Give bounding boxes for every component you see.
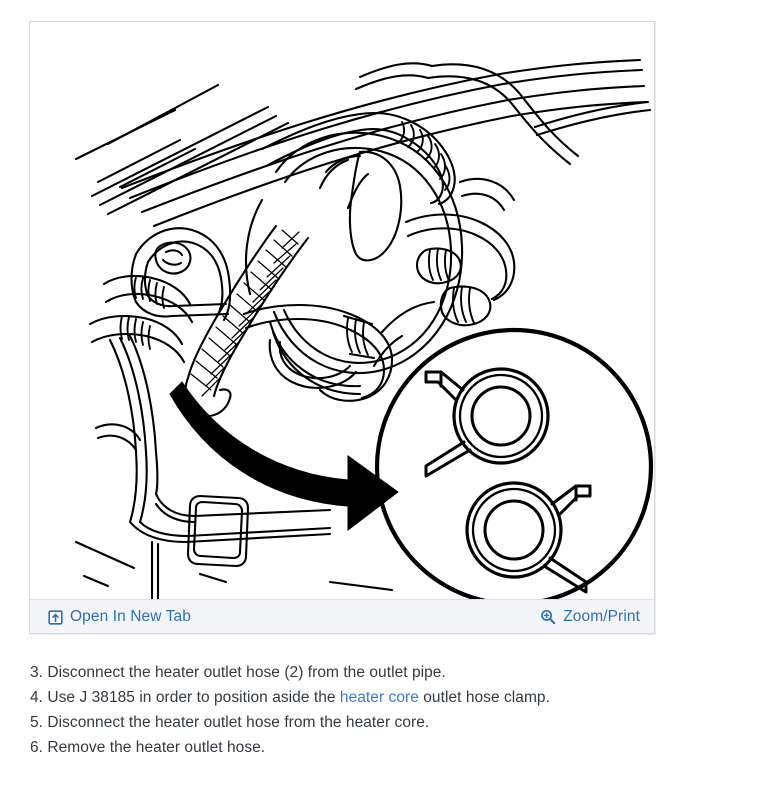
hose-clamp-detail-inset (374, 327, 654, 600)
magnifier-plus-icon (540, 609, 556, 625)
brake-booster (244, 131, 464, 396)
instruction-text: 6. Remove the heater outlet hose. (30, 739, 266, 756)
braided-hose (184, 224, 310, 418)
technical-diagram[interactable] (30, 22, 654, 600)
instruction-step-5: 5. Disconnect the heater outlet hose fro… (30, 710, 730, 735)
braid-hatching (190, 229, 300, 397)
rigid-coolant-pipe (354, 62, 580, 166)
detail-callout-arrow (169, 381, 399, 532)
right-side-hoses (404, 177, 516, 302)
instruction-step-6: 6. Remove the heater outlet hose. (30, 735, 730, 760)
hose-clamp-right-ferrule (439, 285, 492, 327)
panel-access-opening (186, 494, 250, 568)
instruction-text: 3. Disconnect the heater outlet hose (2)… (30, 664, 446, 681)
ferrule-ribs-2 (119, 315, 151, 350)
ferrule-mid-right (415, 247, 462, 285)
instruction-text: outlet hose clamp. (418, 689, 550, 706)
hose-clamp-left-upper (154, 241, 192, 275)
open-in-new-tab-button[interactable]: Open In New Tab (48, 600, 191, 634)
inset-clamp-upper (424, 367, 550, 478)
instruction-step-3: 3. Disconnect the heater outlet hose (2)… (30, 660, 730, 685)
hose-clamp-lower-center (342, 314, 376, 360)
hose-ribs (397, 121, 451, 191)
external-link-icon (48, 609, 63, 625)
hose-fragment-above-inset (372, 300, 436, 368)
instruction-step-4: 4. Use J 38185 in order to position asid… (30, 685, 730, 710)
heater-hose-routing-diagram (30, 22, 654, 600)
upper-heater-hose (260, 111, 456, 206)
instruction-text: 4. Use J 38185 in order to position asid… (30, 689, 340, 706)
zoom-print-button[interactable]: Zoom/Print (540, 600, 640, 634)
ferrule-ribs-1 (133, 276, 165, 309)
zoom-print-label: Zoom/Print (563, 607, 640, 625)
open-in-new-tab-label: Open In New Tab (70, 607, 191, 625)
instruction-text: 5. Disconnect the heater outlet hose fro… (30, 714, 430, 731)
body-panel-edges (74, 334, 394, 600)
lower-left-hoses (88, 274, 194, 364)
inset-clamp-lower (465, 481, 592, 594)
image-viewer-toolbar: Open In New Tab Zoom/Print (30, 599, 654, 633)
cowl-panel-lines (74, 83, 290, 216)
cowl-upper-sweep (120, 58, 648, 228)
lower-hose-loop (242, 304, 394, 402)
instruction-step-list: 3. Disconnect the heater outlet hose (2)… (30, 660, 730, 760)
image-viewer-panel: Open In New Tab Zoom/Print (29, 21, 655, 634)
master-cylinder (318, 150, 403, 262)
inline-link[interactable]: heater core (339, 689, 419, 706)
